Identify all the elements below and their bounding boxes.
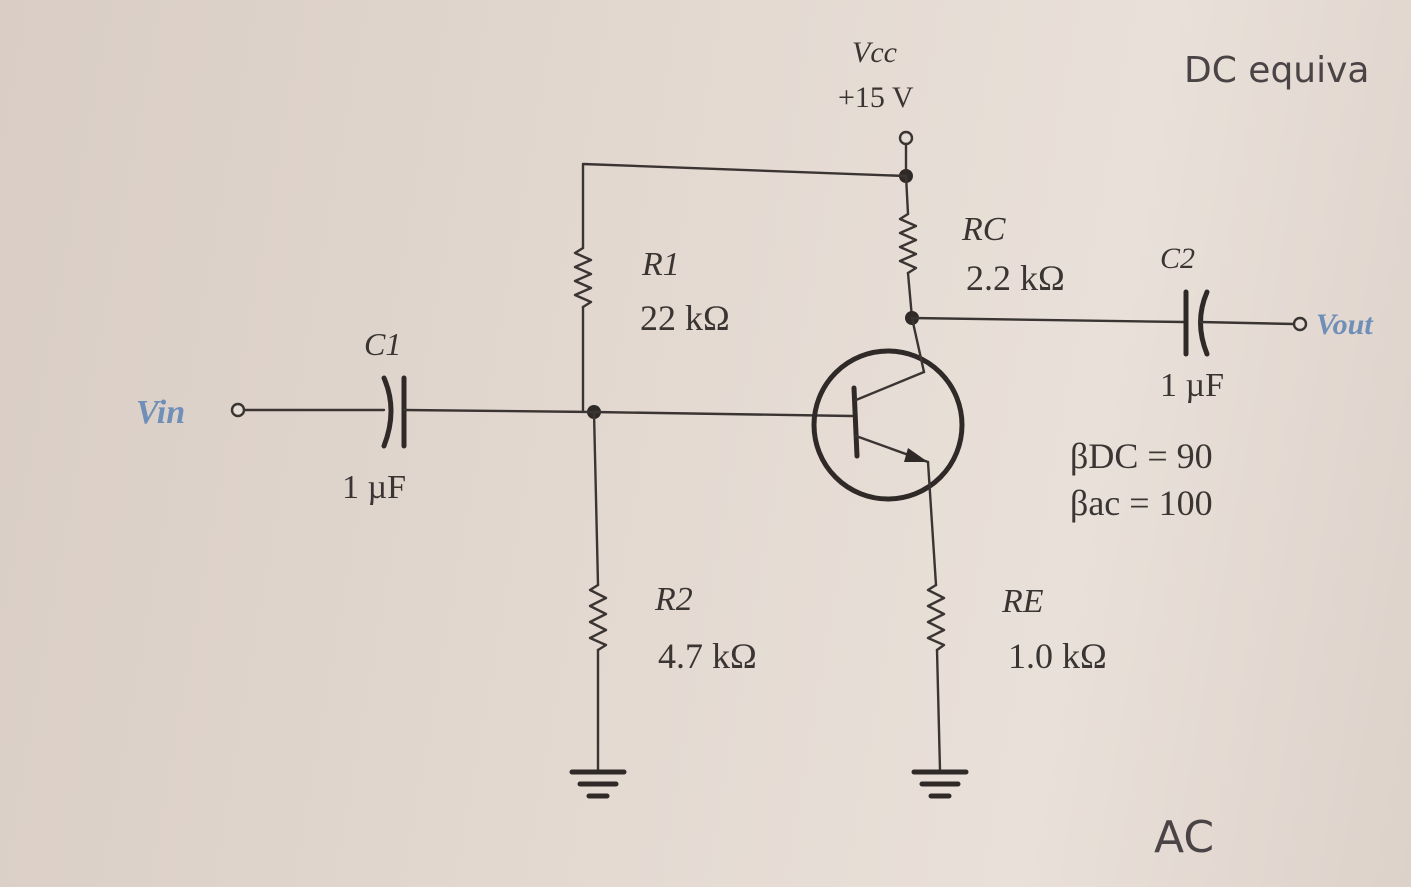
npn-transistor [811,316,965,502]
vcc-name-label: Vcc [852,36,897,69]
c1-name-label: C1 [364,326,401,362]
beta-ac-label: βac = 100 [1070,483,1213,523]
re-name-label: RE [1001,583,1044,620]
re-upper-wire [926,460,938,587]
rc-value-label: 2.2 kΩ [966,258,1065,298]
c1-base-wire [402,408,596,414]
handwritten-ac-note: AC [1154,812,1214,863]
rc-name-label: RC [961,211,1006,248]
rc-lower-wire [906,271,914,320]
rc-resistor [898,212,918,275]
re-lower-wire [935,648,942,772]
collector-lead [910,316,926,374]
c2-name-label: C2 [1160,242,1195,275]
c2-value-label: 1 µF [1160,367,1224,404]
r1-name-label: R1 [641,246,680,283]
vin-terminal [230,402,246,418]
re-value-label: 1.0 kΩ [1008,636,1107,676]
transistor-body [811,348,965,502]
beta-dc-label: βDC = 90 [1070,436,1213,476]
r2-value-label: 4.7 kΩ [658,636,757,676]
ground-left-icon [569,769,627,799]
vcc-terminal [898,130,914,146]
handwritten-dc-note: DC equiva [1184,50,1369,91]
r2-name-label: R2 [654,581,693,618]
re-resistor [926,583,946,652]
r1-value-label: 22 kΩ [640,298,730,338]
vout-label: Vout [1316,308,1374,341]
collector-output-wire [910,316,1186,324]
ground-right-icon [911,769,969,799]
emitter-arrow-icon [904,448,928,462]
r1-resistor [573,246,593,309]
vout-terminal [1292,316,1308,332]
rc-upper-wire [904,174,910,216]
top-rail-wire [581,162,908,250]
transistor-base-bar [851,385,860,459]
vin-label: Vin [136,394,185,431]
collector-diagonal [854,370,926,402]
c1-value-label: 1 µF [342,469,406,506]
vcc-value-label: +15 V [838,81,914,114]
base-lead-wire [592,410,854,418]
r2-resistor [588,583,608,652]
r2-upper-wire [592,410,600,587]
c1-curved-plate [381,375,394,449]
c2-output-wire [1198,320,1296,326]
